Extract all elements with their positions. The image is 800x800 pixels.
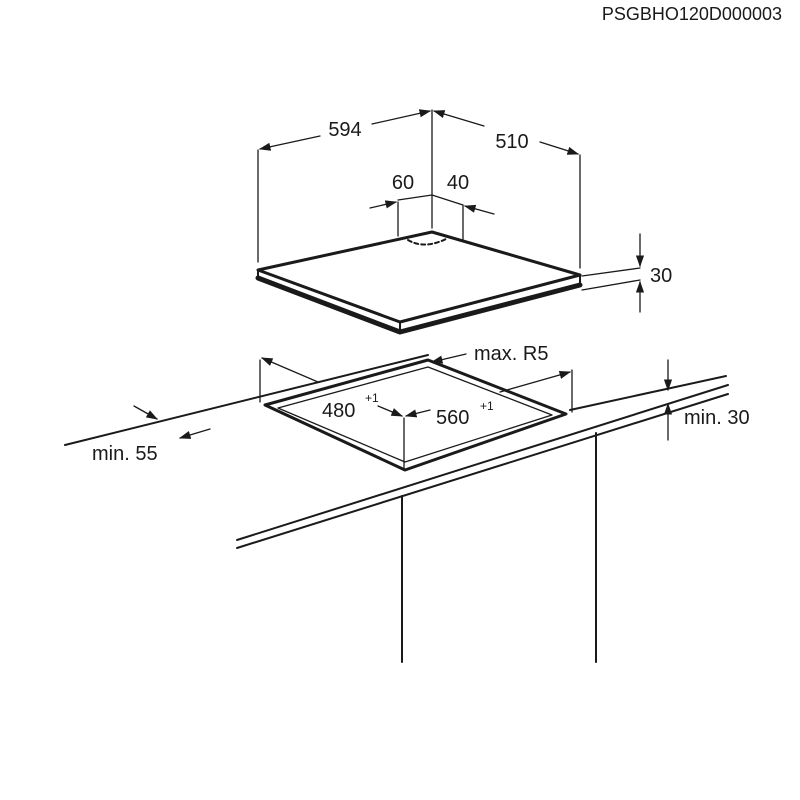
dimension-front-clearance: min. 55 — [92, 405, 211, 465]
worktop — [64, 354, 729, 663]
label-hob-height: 30 — [650, 265, 672, 287]
dimension-cutout-depth: 480 +1 — [259, 357, 405, 471]
dimension-hob-depth: 510 — [432, 110, 581, 269]
label-inlet-left: 60 — [392, 172, 414, 194]
label-corner-radius: max. R5 — [474, 343, 548, 365]
label-cutout-width-tolerance: +1 — [480, 399, 494, 413]
dimension-hob-width: 594 — [257, 109, 433, 263]
gas-inlet-marker — [407, 237, 449, 246]
hob — [255, 230, 583, 335]
label-cutout-width: 560 — [436, 407, 469, 429]
label-cutout-depth-tolerance: +1 — [365, 391, 379, 405]
dimension-inlet-offset: 60 40 — [369, 172, 495, 241]
dimension-below-clearance: min. 30 — [663, 359, 750, 441]
drawing-code: PSGBHO120D000003 — [602, 4, 782, 24]
hob-top-surface — [256, 230, 582, 324]
dimension-corner-radius: max. R5 — [430, 343, 548, 365]
label-inlet-right: 40 — [447, 172, 469, 194]
cutout — [263, 358, 568, 472]
dimension-cutout-width: 560 +1 — [404, 369, 573, 429]
label-front-clearance: min. 55 — [92, 443, 158, 465]
hob-front-edge — [257, 269, 581, 333]
dimension-hob-height: 30 — [581, 233, 672, 313]
label-hob-width: 594 — [328, 119, 361, 141]
label-cutout-depth: 480 — [322, 400, 355, 422]
label-hob-depth: 510 — [495, 131, 528, 153]
label-below-clearance: min. 30 — [684, 407, 750, 429]
